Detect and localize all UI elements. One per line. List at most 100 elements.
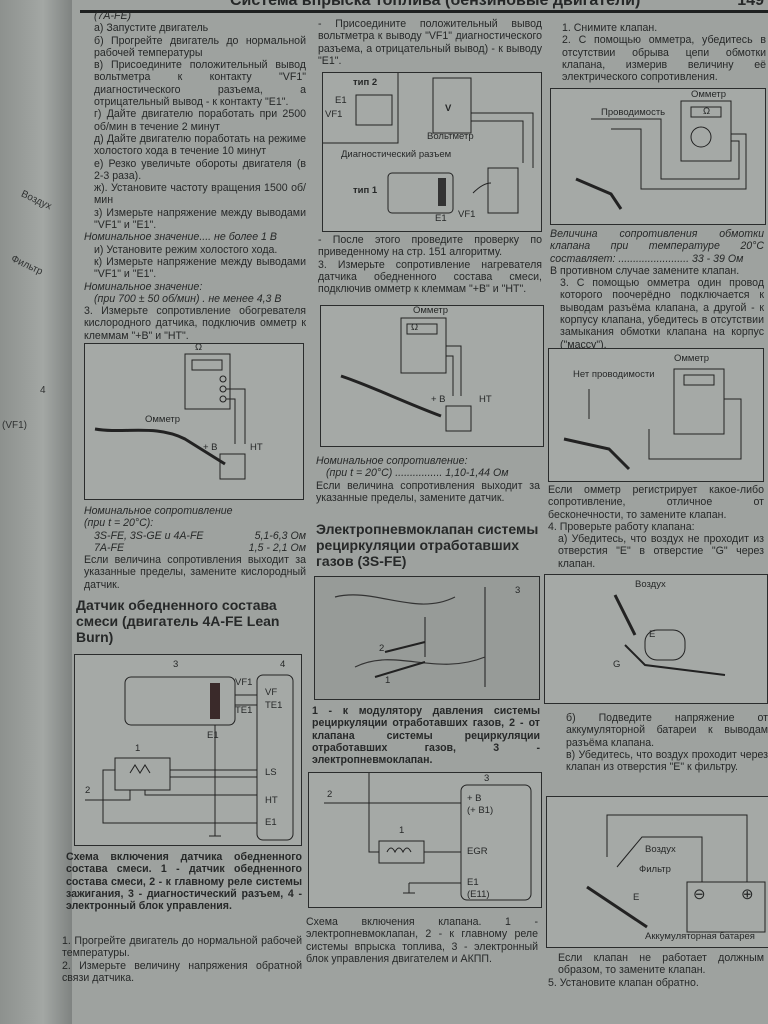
step: 1. Прогрейте двигатель до нормальной раб… [62, 935, 302, 960]
label-3: 3 [173, 659, 179, 670]
step: г) Дайте двигателю поработать при 2500 о… [94, 108, 306, 133]
col1-final-steps: 1. Прогрейте двигатель до нормальной раб… [62, 935, 302, 984]
engine-label: (7A-FE) [94, 10, 132, 22]
step: 1. Снимите клапан. [562, 22, 658, 34]
vf1-label: VF1 [235, 677, 253, 688]
lean-sensor-wiring-figure: 3 4 VF1 TE1 E1 VF TE1 LS HT E1 1 2 [74, 654, 302, 846]
curl-fragment: 4 [40, 385, 46, 396]
figure-caption: Схема включения датчика обедненного сост… [66, 851, 302, 913]
page-number: 149 [737, 0, 764, 9]
step: е) Резко увеличьте обороты двигателя (в … [94, 157, 306, 182]
port-g-label: G [613, 659, 621, 670]
label-2: 2 [379, 643, 385, 654]
valve-conductivity-figure: Омметр Ω Проводимость [550, 88, 766, 225]
step: б) Подведите напряжение от аккумуляторно… [566, 712, 768, 749]
te1-label: TE1 [235, 705, 253, 716]
valve-battery-test-figure: Воздух Фильтр E ⊖ ⊕ Аккумуляторная батар… [546, 796, 768, 948]
ohm-symbol: Ω [411, 322, 419, 333]
col3-check: Если омметр регистрирует какое-либо сопр… [548, 484, 764, 570]
label-3: 3 [515, 585, 521, 596]
air-label: Воздух [645, 844, 676, 855]
col2-intro: - Присоедините положительный вывод вольт… [318, 18, 542, 67]
e1-label: E1 [467, 877, 479, 888]
step: 2. Измерьте величину напряжения обратной… [62, 959, 302, 984]
note: - После этого проведите проверку по прив… [318, 234, 542, 259]
col1-steps: (7A-FE) а) Запустите двигатель б) Прогре… [84, 10, 306, 342]
filter-label: Фильтр [639, 864, 671, 875]
step: 5. Установите клапан обратно. [548, 976, 699, 989]
vf1-label: VF1 [325, 109, 343, 120]
nominal-value: Номинальное значение.... не более 1 В [84, 231, 277, 244]
battery-plus-icon: ⊕ [741, 886, 754, 903]
ecu-ht-label: HT [265, 795, 278, 806]
nominal-value: (при 700 ± 50 об/мин) . не менее 4,3 В [94, 292, 282, 305]
step: а) Убедитесь, что воздух не проходит из … [558, 533, 764, 570]
figure-caption: 1 - к модулятору давления системы рецирк… [312, 705, 540, 767]
step: ж). Установите частоту вращения 1500 об/… [94, 182, 306, 207]
note: Если величина сопротивления выходит за у… [84, 554, 306, 591]
resist-condition: (при t = 20°C): [84, 517, 154, 530]
nominal-value: (при t = 20°C) ................ 1,10-1,4… [326, 467, 509, 480]
diag-connector-label: Диагностический разъем [341, 149, 452, 160]
section-heading: Электропневмоклапан системы рециркуляции… [316, 521, 539, 569]
figure-caption: Схема включения клапана. 1 - электропнев… [306, 916, 538, 965]
label-2: 2 [85, 785, 91, 796]
e1-label: E1 [435, 213, 447, 224]
step: а) Запустите двигатель [94, 22, 209, 35]
note: Если клапан не работает должным образом,… [558, 952, 764, 977]
resist-row: 3S-FE, 3S-GE и 4A-FE 5,1-6,3 Ом [84, 530, 306, 542]
vf1-label: VF1 [458, 209, 476, 220]
col3-battery-steps: б) Подведите напряжение от аккумуляторно… [556, 712, 768, 773]
type2-label: тип 2 [353, 77, 378, 88]
air-label: Воздух [635, 579, 666, 590]
lean-sensor-ohmmeter-figure: Омметр Ω + B HT [320, 305, 544, 447]
engine-name: 3S-FE, 3S-GE и 4A-FE [94, 529, 204, 542]
ecu-e1-label: E1 [265, 817, 277, 828]
step: к) Измерьте напряжение между выводами "V… [94, 255, 306, 281]
resist-label: Номинальное сопротивление [84, 505, 233, 517]
battery-minus-icon: ⊖ [693, 886, 706, 903]
col3-resistance: Величина сопротивления обмотки клапана п… [550, 228, 764, 351]
diag-connector-voltmeter-figure: тип 2 E1 VF1 V Вольтметр Диагностический… [322, 72, 542, 232]
curl-fragment: Воздух [19, 188, 54, 213]
note: В противном случае замените клапан. [550, 264, 740, 277]
step: д) Дайте двигателю поработать на режиме … [94, 132, 306, 158]
ohm-symbol: Ω [703, 106, 711, 117]
ohm-symbol: Ω [195, 342, 203, 353]
step: в) Присоедините положительный вывод воль… [94, 59, 306, 109]
type1-label: тип 1 [353, 185, 378, 196]
b-label: + B [467, 793, 482, 804]
v-symbol: V [445, 103, 452, 114]
curl-fragment: Фильтр [9, 253, 45, 278]
battery-label: Аккумуляторная батарея [645, 931, 755, 942]
step: и) Установите режим холостого хода. [94, 243, 278, 256]
label-2: 2 [327, 789, 333, 800]
egr-label: EGR [467, 846, 488, 857]
nominal-label: Номинальное сопротивление: [316, 455, 468, 467]
ecu-vf-label: VF [265, 687, 278, 698]
ohmmeter-label: Омметр [413, 305, 449, 316]
resist-value: 1,5 - 2,1 Ом [248, 541, 306, 554]
step: з) Измерьте напряжение между выводами "V… [94, 206, 306, 232]
egr-valve-wiring-figure: 3 2 1 + B (+ B1) EGR E1 (E11) [308, 772, 542, 908]
valve-air-test-figure: Воздух E G [544, 574, 768, 704]
section-heading: Датчик обедненного состава смеси (двигат… [76, 597, 280, 645]
port-e-label: E [633, 892, 640, 903]
terminal-ht-label: HT [479, 394, 492, 405]
resist-value: 5,1-6,3 Ом [254, 529, 306, 542]
label-1: 1 [135, 743, 141, 754]
ohmmeter-label: Омметр [674, 353, 710, 364]
page-header: Система впрыска топлива (бензиновые двиг… [80, 0, 768, 13]
voltmeter-label: Вольтметр [427, 131, 474, 142]
label-1: 1 [399, 825, 405, 836]
col2-after: - После этого проведите проверку по прив… [318, 234, 542, 295]
nominal-label: Номинальное значение: [84, 280, 203, 293]
step: 3. Измерьте сопротивление нагревателя да… [318, 258, 542, 296]
ohmmeter-label: Омметр [145, 414, 181, 425]
port-e-label: E [649, 629, 656, 640]
e11-label: (E11) [467, 889, 490, 900]
step: б) Прогрейте двигатель до нормальной раб… [94, 34, 306, 59]
col3-intro: 1. Снимите клапан. 2. С помощью омметра,… [552, 22, 766, 83]
col3-final: Если клапан не работает должным образом,… [548, 952, 764, 989]
